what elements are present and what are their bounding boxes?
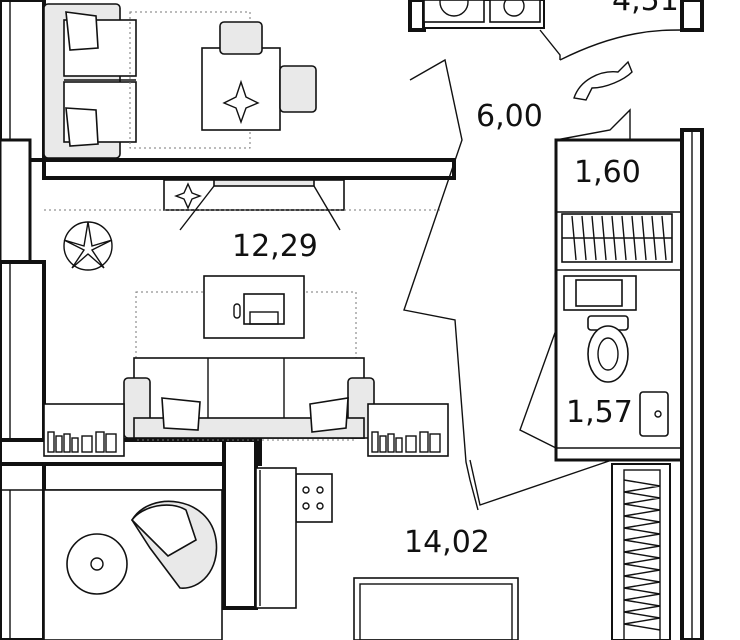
room-labels: 4,51 6,00 1,60 12,29 1,57 14,02: [232, 0, 679, 560]
area-label-storage: 1,60: [574, 155, 641, 190]
storage-bath-fixtures: [561, 213, 673, 437]
area-label-hall: 6,00: [476, 99, 543, 134]
area-label-partial-top: 4,51: [612, 0, 679, 18]
area-label-kitchen: 14,02: [404, 525, 490, 560]
hall-details: [423, 0, 633, 101]
door-swings: [403, 29, 683, 511]
lower-left-furniture: [43, 489, 223, 640]
area-label-living: 12,29: [232, 229, 318, 264]
top-room-furniture: [43, 3, 317, 159]
living-room-furniture: [43, 179, 449, 457]
area-label-bathroom: 1,57: [566, 395, 633, 430]
kitchen-furniture: [255, 467, 661, 640]
